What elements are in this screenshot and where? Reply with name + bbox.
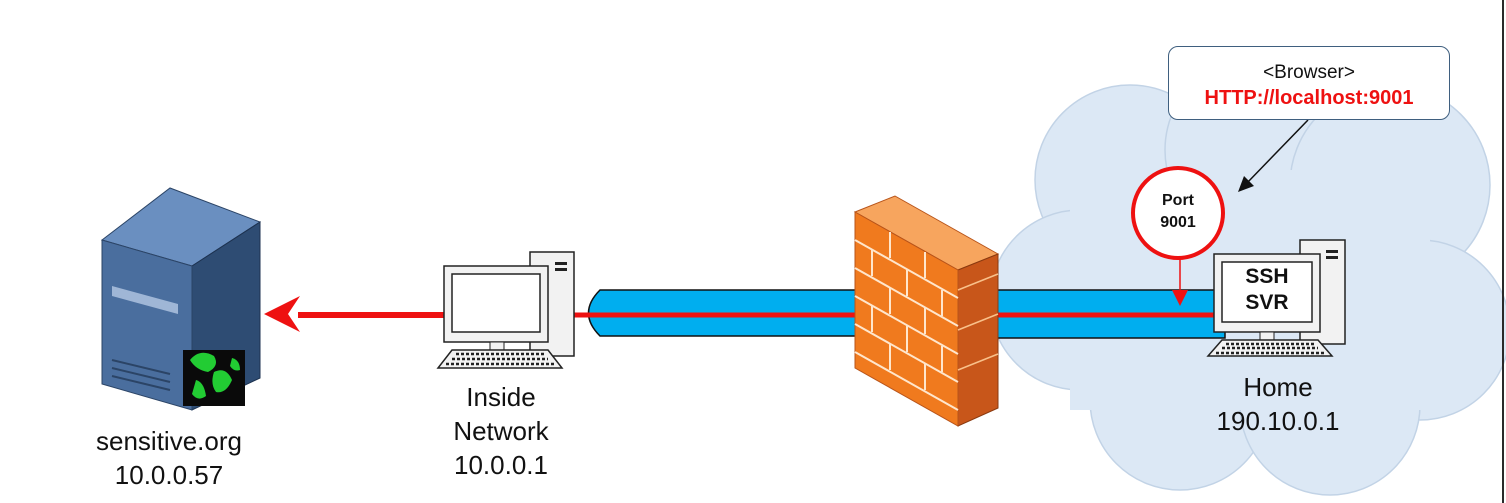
server-icon [100,187,262,411]
inside-ip: 10.0.0.1 [454,450,548,480]
home-name: Home [1243,372,1313,402]
callout-url: HTTP://localhost:9001 [1204,87,1414,109]
home-label: Home 190.10.0.1 [1188,370,1368,438]
port-badge: Port 9001 [1131,166,1225,260]
callout-browser-label: <Browser> [1263,62,1355,83]
ssh-label-line2: SVR [1245,291,1289,314]
arrow-head-icon [264,296,300,332]
server-name: sensitive.org [96,426,242,456]
server-label: sensitive.org 10.0.0.57 [60,424,278,492]
callout-arrow [1238,119,1309,192]
inside-network-label: Inside Network 10.0.0.1 [420,380,582,482]
firewall-icon [853,195,1000,427]
inside-line2: Network [453,416,549,446]
ssh-label-line1: SSH [1245,265,1289,288]
globe-icon [190,352,240,399]
port-label: Port [1162,192,1194,209]
inside-line1: Inside [466,382,536,412]
home-ip: 190.10.0.1 [1216,406,1340,436]
red-link [264,258,1220,332]
home-computer-icon [1206,239,1346,357]
port-number: 9001 [1160,214,1196,231]
inside-computer-icon [436,251,575,369]
server-ip: 10.0.0.57 [114,460,224,490]
ssh-server-label: SSH SVR [1226,264,1308,316]
home-cloud [989,54,1506,496]
frame-edge [1502,0,1504,503]
browser-callout: <Browser> HTTP://localhost:9001 [1168,46,1450,120]
